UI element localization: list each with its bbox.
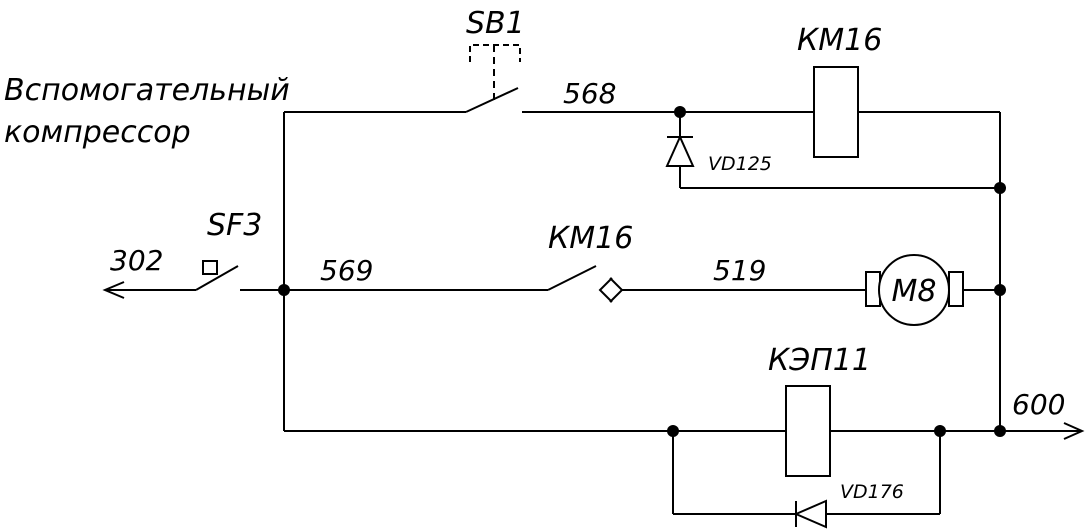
junction-node bbox=[278, 284, 290, 296]
wire-519-label: 519 bbox=[713, 254, 766, 287]
kep11-coil bbox=[785, 385, 831, 477]
wire-600-arrow bbox=[1000, 422, 1085, 440]
kep11-label: КЭП11 bbox=[768, 343, 871, 378]
wire-569-label: 569 bbox=[320, 254, 373, 287]
vd176-diode bbox=[672, 431, 941, 529]
sb1-button-switch bbox=[284, 44, 680, 113]
sb1-label: SB1 bbox=[466, 6, 525, 41]
wire-600-label: 600 bbox=[1012, 388, 1065, 421]
title-line-2: компрессор bbox=[4, 115, 191, 150]
title-line-1: Вспомогательный bbox=[4, 73, 290, 108]
junction-node bbox=[934, 425, 946, 437]
km16-contact bbox=[547, 265, 597, 291]
km16-coil bbox=[813, 66, 859, 158]
km16-contact-label: КМ16 bbox=[548, 221, 633, 256]
vd176-label: VD176 bbox=[840, 481, 904, 503]
sf3-circuit-breaker bbox=[195, 260, 284, 291]
junction-node bbox=[674, 106, 686, 118]
vd125-label: VD125 bbox=[708, 153, 772, 175]
motor-m8-label: М8 bbox=[892, 274, 937, 309]
sf3-label: SF3 bbox=[207, 208, 262, 243]
wire-568-label: 568 bbox=[563, 77, 616, 110]
wire-302-label: 302 bbox=[110, 244, 163, 277]
plug-connector bbox=[598, 277, 624, 303]
motor-m8 bbox=[865, 254, 964, 326]
km16-coil-label: КМ16 bbox=[797, 23, 882, 58]
junction-node bbox=[667, 425, 679, 437]
wire-302-arrow bbox=[102, 281, 196, 299]
